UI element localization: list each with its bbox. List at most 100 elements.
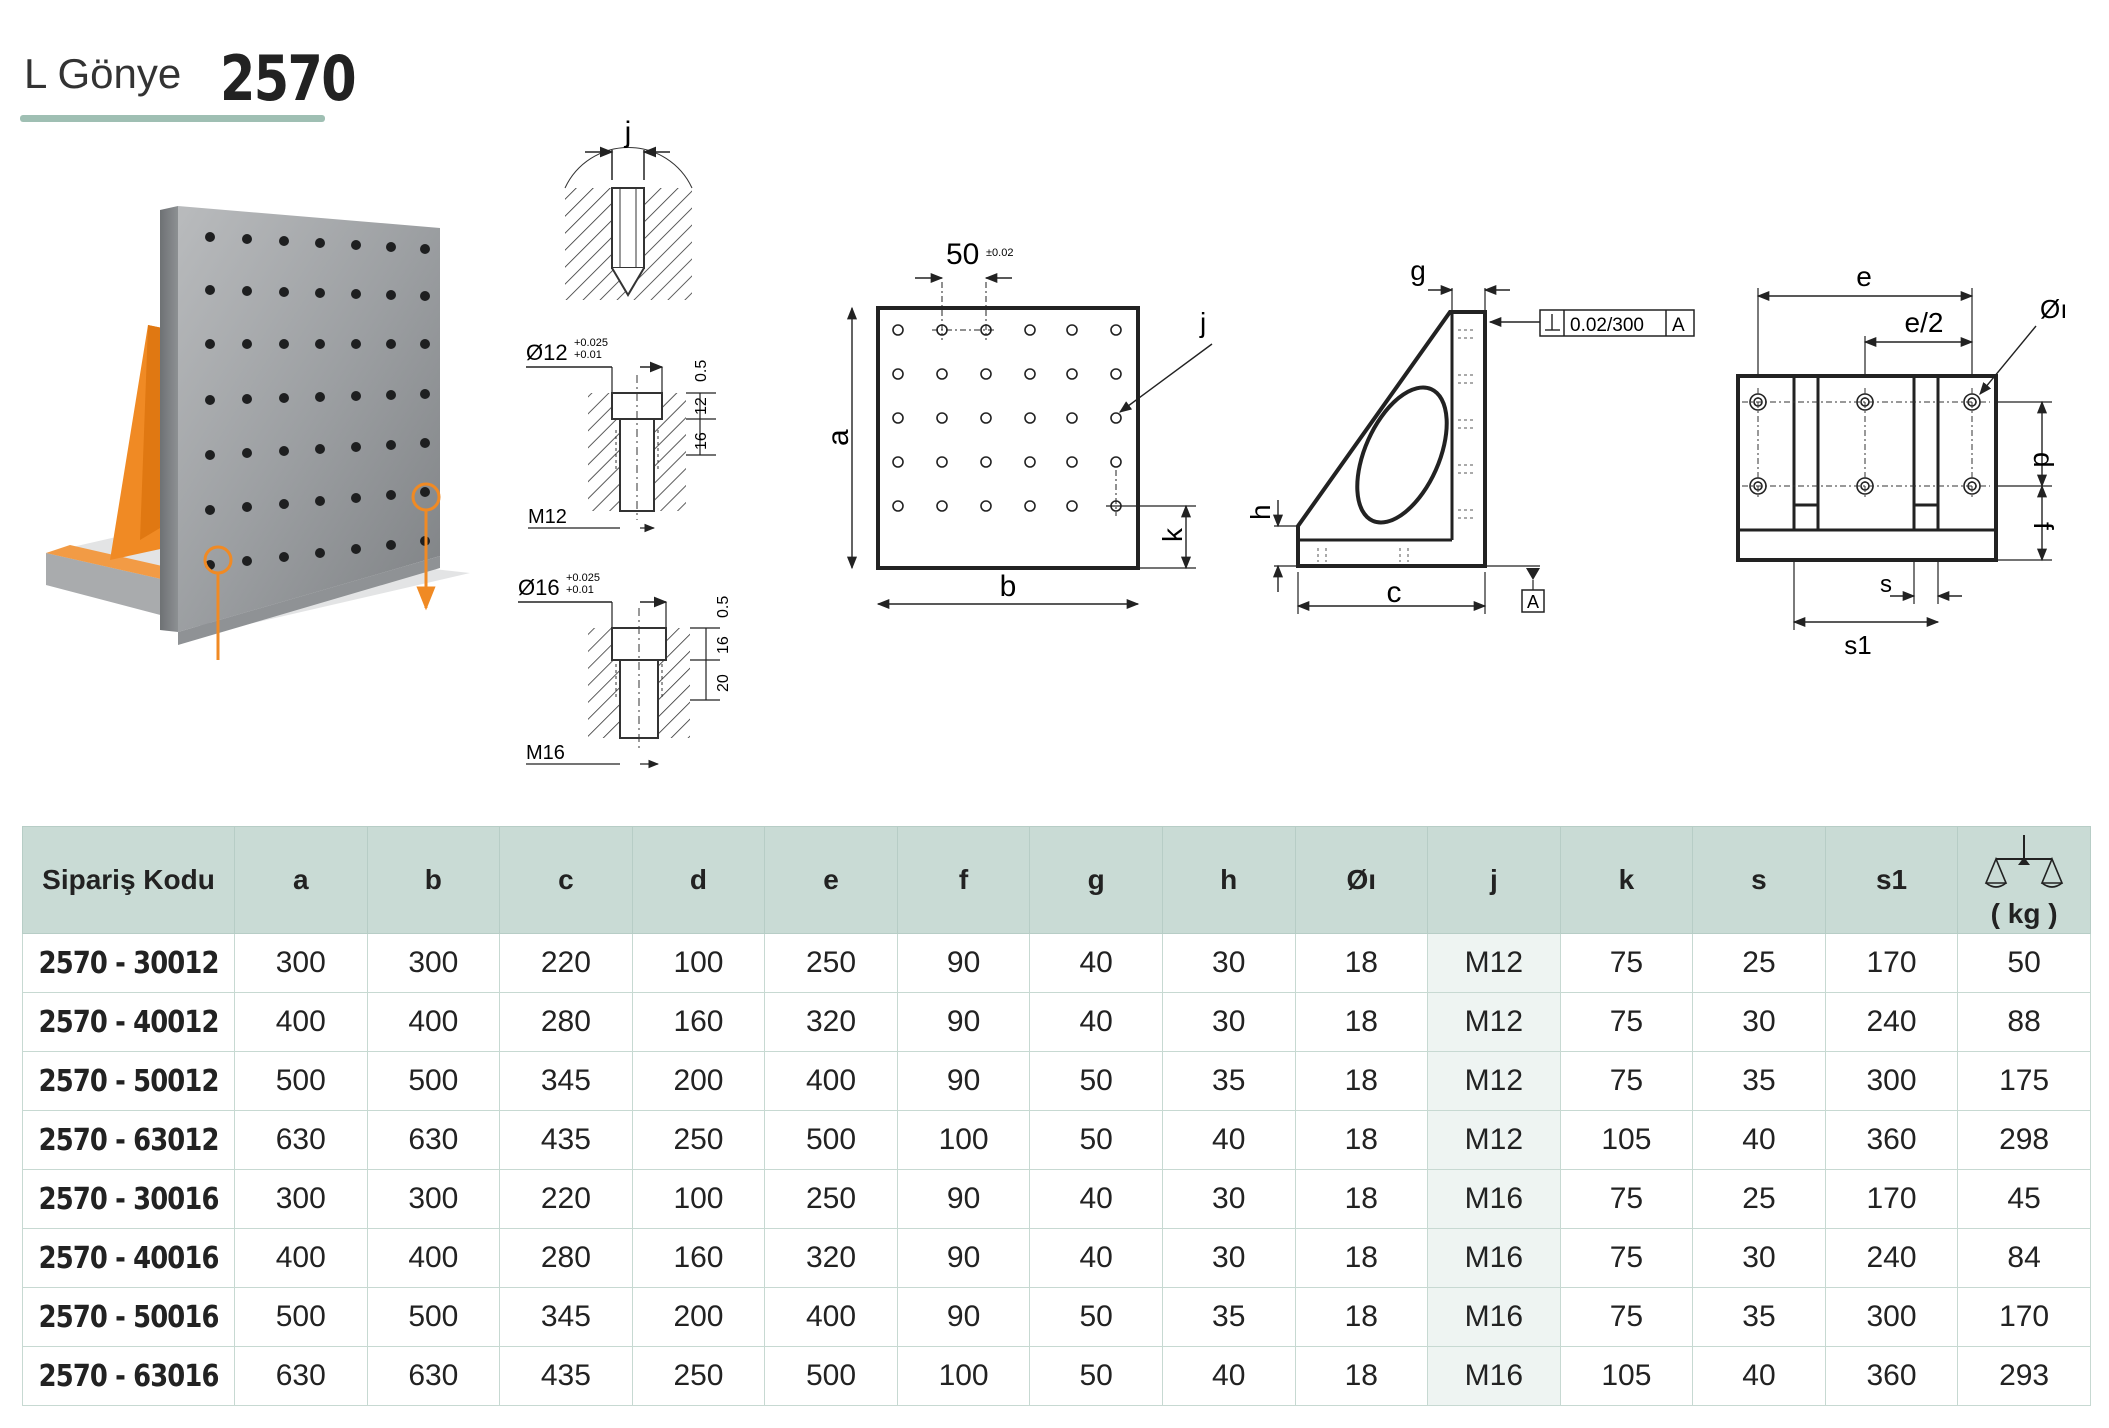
order-code-text: 2570 - 50016: [38, 1299, 220, 1335]
label-d05a: 0.5: [693, 360, 710, 382]
cell-d: 160: [631, 992, 766, 1052]
cell-c: 345: [499, 1051, 633, 1111]
cell-order-code: 2570 - 40016: [22, 1228, 235, 1288]
cell-d: 100: [631, 1169, 766, 1229]
cell-diameter: 18: [1294, 1287, 1429, 1347]
cell-e: 400: [764, 1051, 898, 1111]
cell-b: 500: [366, 1287, 501, 1347]
cell-b: 630: [366, 1346, 501, 1406]
cell-j: M16: [1427, 1287, 1561, 1347]
section-detail-m16: Ø16 +0.025 +0.01 0.5 16 20 M16: [518, 572, 732, 769]
cell-weight: 170: [1957, 1287, 2091, 1347]
cell-j: M12: [1427, 1110, 1561, 1170]
cell-b: 300: [366, 1169, 501, 1229]
top-view: e e/2 Øı d f s s1: [1736, 261, 2067, 660]
cell-k: 75: [1559, 1287, 1694, 1347]
cell-g: 40: [1029, 933, 1163, 993]
col-header-c: c: [499, 826, 633, 934]
cell-e: 250: [764, 933, 898, 993]
label-a: a: [822, 429, 855, 446]
label-d20: 20: [715, 674, 732, 692]
cell-b: 630: [366, 1110, 501, 1170]
label-e2: e/2: [1905, 307, 1944, 338]
cell-s: 40: [1692, 1110, 1826, 1170]
side-view: g h c 0.02/300 A A: [1245, 255, 1695, 614]
cell-h: 35: [1161, 1051, 1296, 1111]
label-d16b: 16: [715, 636, 732, 654]
cell-weight: 293: [1957, 1346, 2091, 1406]
cell-e: 320: [764, 992, 898, 1052]
label-s1: s1: [1844, 630, 1871, 660]
cell-c: 220: [499, 1169, 633, 1229]
col-header-f: f: [896, 826, 1031, 934]
col-header-k: k: [1559, 826, 1694, 934]
cell-c: 280: [499, 992, 633, 1052]
col-header-g: g: [1029, 826, 1163, 934]
cell-weight: 175: [1957, 1051, 2091, 1111]
cell-s1: 300: [1824, 1051, 1959, 1111]
cell-weight: 88: [1957, 992, 2091, 1052]
cell-s: 25: [1692, 1169, 1826, 1229]
order-code-text: 2570 - 50012: [38, 1063, 220, 1099]
cell-a: 630: [234, 1346, 368, 1406]
cell-a: 630: [234, 1110, 368, 1170]
cell-h: 30: [1161, 1228, 1296, 1288]
cell-order-code: 2570 - 30012: [22, 933, 235, 993]
cell-e: 250: [764, 1169, 898, 1229]
col-header-j: j: [1427, 826, 1561, 934]
label-d12: 12: [693, 397, 710, 415]
label-m12: M12: [528, 506, 567, 528]
cell-c: 280: [499, 1228, 633, 1288]
cell-s1: 240: [1824, 1228, 1959, 1288]
cell-a: 400: [234, 1228, 368, 1288]
label-j-front: j: [1199, 307, 1206, 338]
cell-k: 75: [1559, 992, 1694, 1052]
weight-unit: ( kg ): [1990, 897, 2058, 929]
cell-c: 435: [499, 1346, 633, 1406]
label-h: h: [1245, 504, 1276, 520]
cell-diameter: 18: [1294, 933, 1429, 993]
label-o16: Ø16: [518, 575, 560, 600]
cell-h: 35: [1161, 1287, 1296, 1347]
cell-j: M16: [1427, 1228, 1561, 1288]
cell-d: 100: [631, 933, 766, 993]
cell-f: 90: [896, 1051, 1031, 1111]
cell-h: 40: [1161, 1346, 1296, 1406]
label-d05b: 0.5: [715, 596, 732, 618]
cell-j: M12: [1427, 1051, 1561, 1111]
order-code-text: 2570 - 30016: [38, 1181, 220, 1217]
cell-g: 50: [1029, 1110, 1163, 1170]
label-o12: Ø12: [526, 340, 568, 365]
product-code: 2570: [220, 42, 357, 115]
label-pitch-tol: ±0.02: [986, 247, 1013, 259]
cell-d: 250: [631, 1346, 766, 1406]
cell-h: 30: [1161, 992, 1296, 1052]
cell-order-code: 2570 - 40012: [22, 992, 235, 1052]
table-header-row: Sipariş Kodu a b c d e f g h Øı j k s s1: [22, 826, 2091, 934]
front-view: 50 ±0.02 a b k j: [822, 238, 1213, 610]
label-o-i: Øı: [2040, 294, 2067, 324]
cell-s: 25: [1692, 933, 1826, 993]
label-e: e: [1856, 261, 1872, 292]
section-detail-m12: Ø12 +0.025 +0.01 0.5 12 16 M12: [526, 337, 716, 533]
order-code-text: 2570 - 40012: [38, 1004, 220, 1040]
cell-diameter: 18: [1294, 1051, 1429, 1111]
cell-s1: 170: [1824, 933, 1959, 993]
cell-a: 400: [234, 992, 368, 1052]
cell-diameter: 18: [1294, 1228, 1429, 1288]
label-m16: M16: [526, 742, 565, 764]
cell-weight: 50: [1957, 933, 2091, 993]
cell-order-code: 2570 - 50016: [22, 1287, 235, 1347]
col-header-b: b: [366, 826, 501, 934]
title-underline: [20, 115, 325, 122]
cell-k: 75: [1559, 1051, 1694, 1111]
scale-icon: [1984, 834, 2064, 888]
cell-order-code: 2570 - 50012: [22, 1051, 235, 1111]
specification-table: Sipariş Kodu a b c d e f g h Øı j k s s1: [22, 826, 2091, 1406]
cell-order-code: 2570 - 63016: [22, 1346, 235, 1406]
